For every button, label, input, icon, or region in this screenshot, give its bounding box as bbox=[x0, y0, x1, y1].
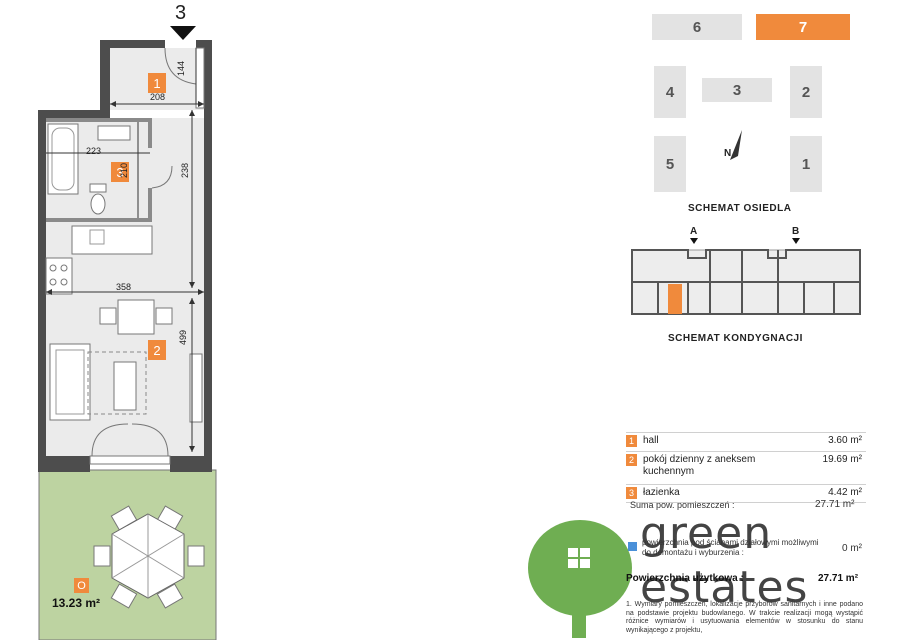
room-row-name: łazienka bbox=[643, 487, 680, 498]
estate-building-1: 1 bbox=[790, 136, 822, 192]
brand-tree-logo bbox=[528, 520, 632, 638]
north-arrow-icon bbox=[730, 130, 742, 160]
dimension-238: 238 bbox=[180, 162, 190, 178]
room-badge-1: 1 bbox=[148, 73, 166, 93]
partition-walls-value: 0 m² bbox=[842, 543, 862, 554]
dimension-ticks bbox=[46, 101, 204, 452]
room-row-name: pokój dzienny z aneksem kuchennym bbox=[643, 454, 756, 477]
sofa bbox=[49, 343, 91, 421]
bathroom-sink bbox=[97, 125, 131, 141]
apartment-floor-plan bbox=[38, 26, 217, 640]
wall bbox=[46, 218, 152, 222]
room-row-name: hall bbox=[643, 435, 659, 446]
terrace-area-label: 13.23 m² bbox=[52, 596, 101, 610]
chair bbox=[99, 307, 117, 325]
partition-walls-label: powierzchnia pod ścianami działowymi moż… bbox=[642, 538, 819, 557]
wall bbox=[38, 110, 46, 472]
dimension-208: 208 bbox=[150, 92, 166, 102]
dining-table bbox=[117, 299, 155, 335]
wall bbox=[148, 188, 152, 222]
floor-marker-a: A bbox=[690, 226, 698, 237]
estate-building-3: 3 bbox=[702, 78, 772, 102]
room-row-number: 2 bbox=[626, 454, 637, 466]
sofa-seat bbox=[55, 349, 85, 415]
rooms-sum-value: 27.71 m² bbox=[815, 499, 855, 510]
estate-building-7-active: 7 bbox=[756, 14, 850, 40]
stove bbox=[45, 257, 73, 295]
room-badge-3: 3 bbox=[111, 162, 129, 182]
terrace-badge: O bbox=[74, 578, 89, 593]
kitchen-counter bbox=[71, 225, 153, 255]
dimension-144: 144 bbox=[176, 60, 186, 76]
wall bbox=[100, 40, 110, 110]
partition-walls-legend-swatch bbox=[628, 542, 637, 551]
disclaimer-note: 1. Wymiary pomieszczeń, lokalizacje przy… bbox=[626, 601, 863, 634]
wall bbox=[38, 110, 110, 118]
dimension-lines bbox=[46, 48, 204, 452]
room-row-number: 3 bbox=[626, 487, 637, 499]
room-row: 1 hall 3.60 m² bbox=[626, 432, 866, 451]
rug bbox=[87, 351, 147, 415]
room-area-table: 1 hall 3.60 m² 2 pokój dzienny z aneksem… bbox=[626, 432, 866, 503]
wall bbox=[148, 118, 152, 148]
estate-building-5: 5 bbox=[654, 136, 686, 192]
estate-scheme-caption: SCHEMAT OSIEDLA bbox=[688, 203, 792, 214]
chair bbox=[155, 307, 173, 325]
wall bbox=[38, 456, 90, 472]
rooms-sum-label: Suma pow. pomieszczeń : bbox=[630, 500, 735, 510]
room-badge-2: 2 bbox=[148, 340, 166, 360]
usable-area-value: 27.71 m² bbox=[818, 573, 859, 584]
estate-building-2: 2 bbox=[790, 66, 822, 118]
dimension-358: 358 bbox=[116, 282, 132, 292]
terrace-table bbox=[93, 505, 205, 609]
door-swing bbox=[151, 165, 173, 189]
brand-wordmark-estates: estates bbox=[640, 562, 809, 613]
estate-building-6: 6 bbox=[652, 14, 742, 40]
floor-scheme-diagram bbox=[631, 238, 861, 315]
room-row: 3 łazienka 4.42 m² bbox=[626, 484, 866, 503]
wall bbox=[100, 40, 165, 48]
dimension-210: 210 bbox=[119, 162, 129, 178]
brand-wordmark-green: green bbox=[640, 508, 773, 559]
view-marker-arrow bbox=[170, 26, 196, 40]
floor-marker-b: B bbox=[792, 226, 800, 237]
door-swing bbox=[91, 423, 129, 457]
room-row-area: 19.69 m² bbox=[822, 454, 862, 465]
wardrobe bbox=[195, 47, 205, 109]
estate-building-4: 4 bbox=[654, 66, 686, 118]
north-label: N bbox=[724, 148, 732, 159]
terrace-door bbox=[89, 455, 171, 465]
bathtub bbox=[47, 123, 79, 195]
dimension-223: 223 bbox=[86, 146, 102, 156]
toilet bbox=[90, 193, 106, 215]
room-row-area: 3.60 m² bbox=[828, 435, 862, 446]
wall bbox=[170, 456, 212, 472]
door-swing bbox=[131, 423, 169, 457]
view-marker-label: 3 bbox=[175, 2, 187, 24]
room-row-number: 1 bbox=[626, 435, 637, 447]
usable-area-label: Powierzchnia użytkowa : bbox=[626, 573, 744, 584]
wall bbox=[46, 118, 152, 122]
door-swing bbox=[164, 47, 197, 85]
toilet-tank bbox=[89, 183, 107, 193]
coffee-table bbox=[113, 361, 137, 411]
room-row-area: 4.42 m² bbox=[828, 487, 862, 498]
room-row: 2 pokój dzienny z aneksem kuchennym 19.6… bbox=[626, 451, 866, 484]
tv-unit bbox=[189, 353, 203, 423]
wall bbox=[204, 40, 212, 472]
bathtub-inner bbox=[51, 127, 75, 191]
dimension-499: 499 bbox=[178, 329, 188, 345]
floor-scheme-caption: SCHEMAT KONDYGNACJI bbox=[668, 333, 803, 344]
kitchen-sink bbox=[89, 229, 105, 245]
